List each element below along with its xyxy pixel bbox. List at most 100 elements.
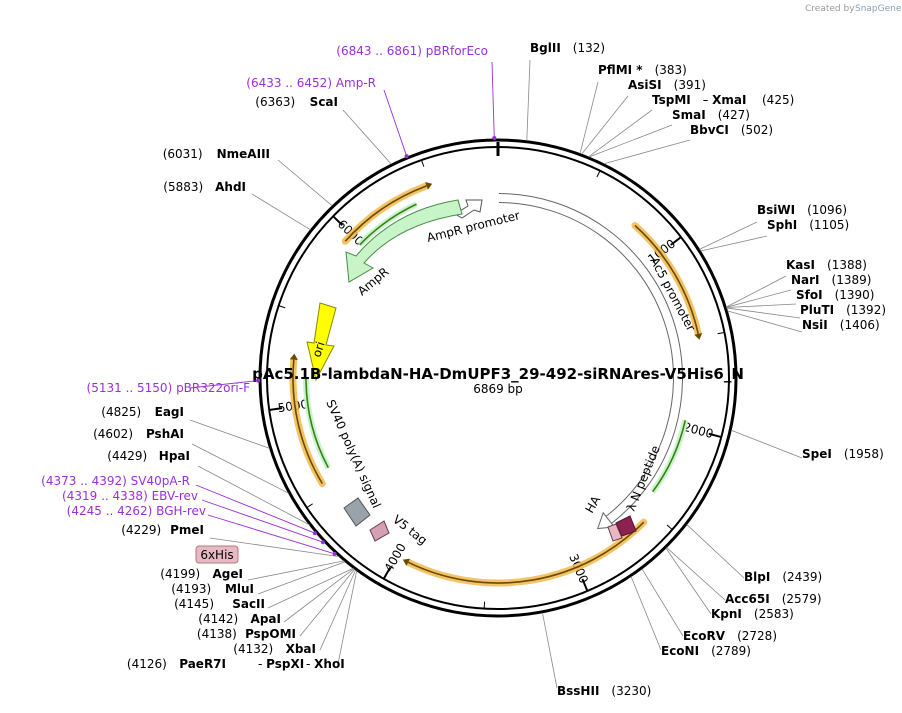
enzyme-label: PspOMI [245, 627, 296, 641]
enzyme-position: (2789) [711, 644, 751, 658]
enzyme-position: (1392) [846, 303, 886, 317]
enzyme-position: (6031) [163, 147, 203, 161]
orf-left-line [292, 359, 323, 485]
enzyme-label: PflMI *(383) [598, 63, 687, 77]
tick-mark [306, 503, 313, 509]
enzyme-name: XhoI [314, 657, 345, 671]
ori-arrow [306, 302, 337, 382]
enzyme-label: PaeR7I [179, 657, 226, 671]
enzyme-leader-line [247, 560, 345, 581]
enzyme-label: PshAI [146, 427, 184, 441]
enzyme-label: KpnI(2583) [711, 607, 794, 621]
lambda-n-label: λ N peptide [624, 444, 663, 514]
enzyme-position: (427) [718, 108, 750, 122]
enzyme-leader-line [579, 81, 599, 154]
orf-bottom-outline [404, 518, 648, 587]
enzyme-name: SacII [232, 597, 265, 611]
primer-name: EBV-rev [152, 489, 198, 503]
site-label-group: BglII(132)PflMI *(383)AsiSI(391)TspMI-Sm… [41, 41, 886, 698]
enzyme-position: (4602) [93, 427, 133, 441]
enzyme-name: BsiWI [757, 203, 795, 217]
enzyme-leader-line [726, 275, 787, 308]
enzyme-label: MluI [225, 582, 254, 596]
backbone-outer-ring [258, 138, 738, 618]
enzyme-leader-line [542, 612, 558, 689]
enzyme-label: Acc65I(2579) [725, 592, 822, 606]
primer-name: SV40pA-R [131, 474, 190, 488]
enzyme-label: TspMI- [652, 93, 707, 107]
enzyme-leader-line [342, 109, 392, 165]
credit-prefix: Created by [805, 4, 855, 14]
orf-right-arrowhead [694, 332, 703, 340]
orf-top-left-line [344, 185, 427, 242]
plasmid-size: 6869 bp [473, 382, 523, 396]
enzyme-name: XmaI [712, 93, 746, 107]
enzyme-name: KpnI [711, 607, 742, 621]
enzyme-label: AhdI [215, 180, 246, 194]
primer-leader-line [189, 380, 259, 389]
primer-site-mark [492, 136, 497, 141]
enzyme-leader-line [337, 570, 358, 665]
primer-label: (6433 .. 6452) Amp-R [246, 76, 376, 90]
enzyme-leader-line [251, 193, 311, 231]
enzyme-name: PmeI [170, 523, 204, 537]
enzyme-label: SphI(1105) [767, 218, 849, 232]
enzyme-position: (1958) [844, 447, 884, 461]
enzyme-leader-line [526, 59, 531, 141]
enzyme-name: ScaI [310, 95, 338, 109]
tick-mark [421, 159, 425, 167]
orf-bottom-line [407, 521, 645, 584]
tick-mark [596, 170, 601, 178]
enzyme-label: SacII [232, 597, 265, 611]
enzyme-position: (4199) [160, 567, 200, 581]
tick-mark [708, 432, 722, 439]
tick-mark [332, 215, 344, 227]
enzyme-name: MluI [225, 582, 254, 596]
enzyme-label: SfoI(1390) [796, 288, 874, 302]
primer-leader-line [491, 61, 495, 139]
enzyme-label: BsiWI (1096) [757, 203, 847, 217]
primer-site-mark [312, 531, 317, 536]
enzyme-leader-line [588, 109, 653, 158]
primer-name: pBRforEco [426, 44, 488, 58]
enzyme-position: (2439) [782, 570, 822, 584]
primer-leader-line [201, 499, 324, 543]
enzyme-label: PluTI (1392) [800, 303, 886, 317]
enzyme-label-extra: - XhoI [306, 657, 345, 671]
enzyme-position: (1105) [809, 218, 849, 232]
primer-leader-line [383, 89, 408, 157]
enzyme-position: (6363) [255, 95, 295, 109]
ha-label: HA [582, 493, 603, 516]
enzyme-label: NsiI(1406) [802, 318, 880, 332]
primer-range: (4319 .. 4338) [62, 489, 152, 503]
orf-left-arrowhead [289, 353, 298, 360]
tick-mark [382, 566, 392, 580]
enzyme-position: (391) [674, 78, 706, 92]
orf-right-line [634, 224, 699, 335]
enzyme-label: BlpI(2439) [744, 570, 822, 584]
enzyme-position: (502) [741, 123, 773, 137]
enzyme-separator: - [704, 93, 712, 107]
enzyme-name: HpaI [159, 449, 190, 463]
enzyme-position: (4142) [198, 612, 238, 626]
enzyme-label: XbaI [286, 642, 316, 656]
enzyme-position: (2728) [737, 629, 777, 643]
enzyme-position: (383) [655, 63, 687, 77]
enzyme-name: EagI [155, 405, 184, 419]
tick-mark [278, 305, 286, 309]
enzyme-label: NmeAIII [217, 147, 270, 161]
enzyme-leader-line [641, 568, 684, 637]
enzyme-name: NmeAIII [217, 147, 270, 161]
enzyme-name: AgeI [213, 567, 243, 581]
enzyme-separator: - [306, 657, 314, 671]
enzyme-label: BbvCI(502) [690, 123, 773, 137]
ac5-promoter-band [498, 194, 682, 524]
enzyme-label: NarI(1389) [791, 273, 871, 287]
enzyme-position: (1096) [807, 203, 847, 217]
enzyme-name: PluTI [800, 303, 834, 317]
green-track-left-line [305, 378, 329, 469]
primer-label: (4373 .. 4392) SV40pA-R [41, 474, 190, 488]
enzyme-name: ApaI [251, 612, 281, 626]
enzyme-position: (4429) [107, 449, 147, 463]
enzyme-label-extra: - PspXI [258, 657, 304, 671]
